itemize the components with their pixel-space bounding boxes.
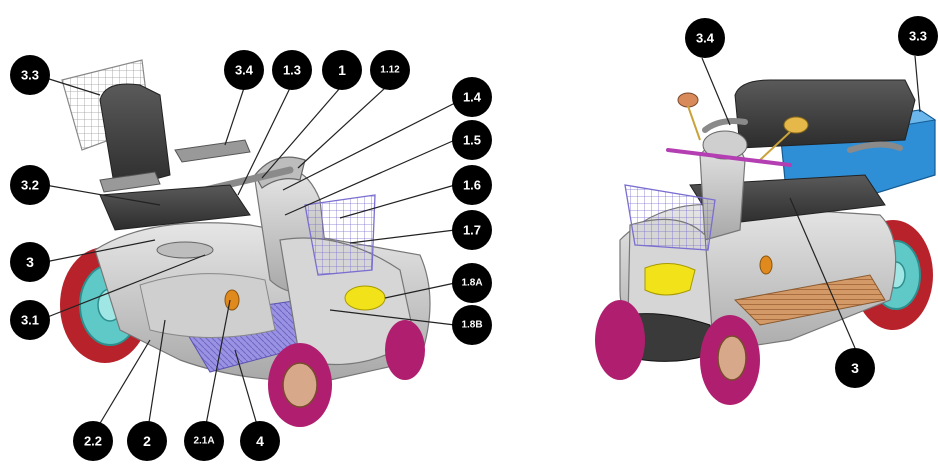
callout-1-3: 1.3 bbox=[272, 50, 312, 90]
armrest-left bbox=[99, 171, 161, 193]
callout-2-1a: 2.1A bbox=[184, 421, 224, 461]
callout-label: 1.4 bbox=[463, 90, 482, 105]
callout-label: 1.6 bbox=[463, 178, 481, 193]
callout-1-5: 1.5 bbox=[452, 120, 492, 160]
front-wheel-a bbox=[595, 300, 645, 380]
callout-label: 3 bbox=[851, 360, 859, 376]
callout-1-6: 1.6 bbox=[452, 165, 492, 205]
side-reflector bbox=[224, 289, 240, 311]
callout-label: 3.4 bbox=[235, 63, 254, 78]
callout-1-7: 1.7 bbox=[452, 210, 492, 250]
callout-3-4-right: 3.4 bbox=[685, 18, 725, 58]
callout-label: 3.3 bbox=[909, 29, 927, 44]
callout-3-3-left: 3.3 bbox=[10, 55, 50, 95]
callout-3-3-right: 3.3 bbox=[898, 16, 938, 56]
front-wheel-right-left bbox=[385, 320, 425, 380]
seat-base bbox=[99, 184, 251, 231]
callout-label: 1.8A bbox=[461, 278, 482, 289]
callout-label: 1.8B bbox=[461, 320, 482, 331]
seat-back bbox=[99, 83, 171, 191]
seat-pedestal bbox=[156, 241, 214, 259]
side-panel bbox=[139, 273, 276, 338]
callout-label: 1 bbox=[338, 62, 346, 78]
armrest-right bbox=[847, 141, 903, 153]
callout-1-4: 1.4 bbox=[452, 77, 492, 117]
callout-label: 1.3 bbox=[283, 63, 301, 78]
front-basket bbox=[304, 194, 376, 276]
callout-label: 1.7 bbox=[463, 223, 481, 238]
callout-3-left: 3 bbox=[10, 242, 50, 282]
callout-label: 2 bbox=[143, 433, 151, 449]
callout-label: 4 bbox=[256, 433, 264, 449]
callout-1-8a: 1.8A bbox=[452, 263, 492, 303]
callout-label: 3 bbox=[26, 254, 34, 270]
callout-label: 2.2 bbox=[84, 434, 102, 449]
callout-2: 2 bbox=[127, 421, 167, 461]
front-wheel-b bbox=[700, 315, 760, 405]
floor-deck bbox=[733, 274, 886, 326]
left-scooter-illustration bbox=[60, 59, 431, 427]
callout-label: 1.12 bbox=[380, 65, 400, 76]
armrest-left-right bbox=[702, 118, 748, 133]
callout-label: 3.1 bbox=[21, 313, 39, 328]
front-wheel-left bbox=[268, 343, 332, 427]
callout-label: 3.3 bbox=[21, 68, 39, 83]
armrest bbox=[174, 139, 251, 163]
mirror-left bbox=[677, 92, 699, 108]
callout-3-right: 3 bbox=[835, 348, 875, 388]
callout-3-2: 3.2 bbox=[10, 165, 50, 205]
callout-3-1: 3.1 bbox=[10, 300, 50, 340]
handlebar-right bbox=[666, 148, 792, 167]
callout-label: 3.2 bbox=[21, 178, 39, 193]
headlight bbox=[344, 285, 386, 311]
callout-1-12: 1.12 bbox=[370, 50, 410, 90]
callout-3-4-left: 3.4 bbox=[224, 50, 264, 90]
mirror-right bbox=[783, 116, 809, 134]
callout-1: 1 bbox=[322, 50, 362, 90]
callout-label: 3.4 bbox=[696, 31, 715, 46]
callout-label: 1.5 bbox=[463, 133, 481, 148]
side-reflector-right bbox=[759, 255, 773, 275]
front-basket-right bbox=[624, 184, 716, 251]
callout-1-8b: 1.8B bbox=[452, 305, 492, 345]
left-leader-lines bbox=[44, 77, 456, 436]
callout-4: 4 bbox=[240, 421, 280, 461]
right-leader-lines bbox=[701, 55, 921, 349]
right-scooter-illustration bbox=[595, 79, 937, 405]
callout-2-2: 2.2 bbox=[73, 421, 113, 461]
headlight-right bbox=[644, 263, 696, 296]
callout-label: 2.1A bbox=[193, 436, 214, 447]
seat-backrest bbox=[734, 79, 916, 149]
